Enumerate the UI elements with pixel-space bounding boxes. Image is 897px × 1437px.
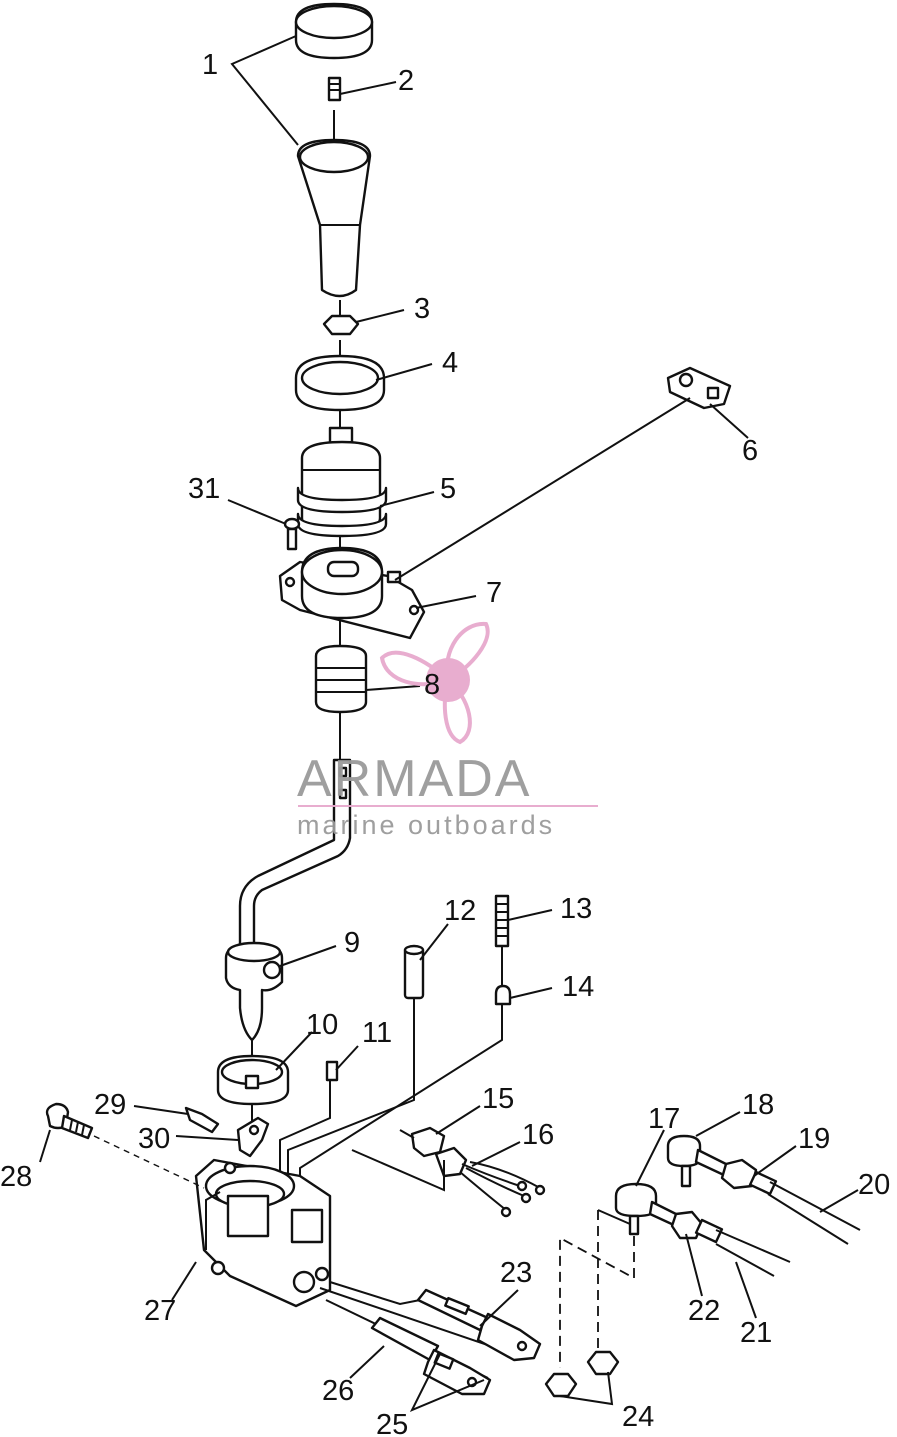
part-label-12: 12	[444, 895, 476, 927]
lock-collar	[216, 1054, 290, 1106]
lock-nut	[544, 1350, 620, 1398]
shift-base-plate	[278, 546, 426, 640]
ball-joint-rod	[666, 1134, 861, 1245]
housing-bolt	[45, 1102, 94, 1140]
shift-handle	[296, 138, 372, 298]
assembly-line	[279, 1080, 331, 1200]
part-label-22: 22	[688, 1295, 720, 1327]
part-label-15: 15	[482, 1083, 514, 1115]
propeller-icon	[379, 621, 490, 745]
part-label-23: 23	[500, 1257, 532, 1289]
cotter-pin	[184, 1106, 220, 1134]
part-label-14: 14	[562, 971, 594, 1003]
part-label-29: 29	[94, 1089, 126, 1121]
boot-ring	[294, 354, 386, 412]
part-label-20: 20	[858, 1169, 890, 1201]
lower-boot	[314, 644, 368, 714]
part-label-7: 7	[486, 577, 502, 609]
shift-rod-assembly	[319, 1281, 542, 1396]
watermark-title: ARMADA	[297, 750, 531, 808]
watermark: ARMADA marine outboards	[297, 621, 598, 840]
part-label-27: 27	[144, 1295, 176, 1327]
ball-joint-rod	[614, 1182, 791, 1277]
watermark-subtitle: marine outboards	[297, 810, 555, 840]
part-label-11: 11	[362, 1017, 392, 1049]
hex-nut	[322, 314, 360, 336]
spring-pin	[325, 1060, 339, 1082]
part-labels: 1 2 3 4 5 6 7 8 9 10 11 12 13 14 15 16 1…	[0, 49, 890, 1437]
rubber-boot	[296, 426, 388, 538]
neutral-switch	[399, 1126, 546, 1218]
knob-cap	[294, 2, 374, 60]
part-label-13: 13	[560, 893, 592, 925]
connector-plug	[666, 366, 732, 410]
shift-pawl	[236, 1116, 270, 1158]
part-label-26: 26	[322, 1375, 354, 1407]
assembly-line	[351, 1149, 445, 1192]
part-label-6: 6	[742, 435, 758, 467]
part-label-5: 5	[440, 473, 456, 505]
part-label-2: 2	[398, 65, 414, 97]
part-label-16: 16	[522, 1119, 554, 1151]
leader-lines	[39, 35, 859, 1412]
part-label-18: 18	[742, 1089, 774, 1121]
set-screw	[327, 76, 342, 102]
part-label-1: 1	[202, 49, 218, 81]
part-label-21: 21	[740, 1317, 772, 1349]
part-label-8: 8	[424, 669, 440, 701]
part-label-19: 19	[798, 1123, 830, 1155]
part-label-25: 25	[376, 1409, 408, 1437]
mounting-screw	[283, 517, 301, 551]
part-label-24: 24	[622, 1401, 654, 1433]
assembly-line	[559, 1236, 635, 1368]
detent-spring	[494, 894, 510, 948]
part-label-10: 10	[306, 1009, 338, 1041]
detent-ball	[494, 984, 512, 1006]
detent-rod	[403, 944, 425, 1000]
assembly-line	[93, 1135, 205, 1189]
part-label-3: 3	[414, 293, 430, 325]
part-label-4: 4	[442, 347, 458, 379]
part-label-17: 17	[648, 1103, 680, 1135]
part-label-31: 31	[188, 473, 220, 505]
assembly-line	[597, 1209, 631, 1225]
shift-lever	[224, 758, 352, 1042]
part-label-28: 28	[0, 1161, 32, 1193]
shift-housing	[194, 1158, 332, 1308]
part-label-30: 30	[138, 1123, 170, 1155]
part-label-9: 9	[344, 927, 360, 959]
axis-line	[394, 397, 691, 581]
